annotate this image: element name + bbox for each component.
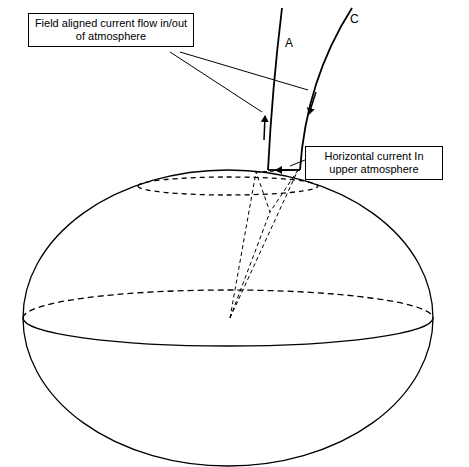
equator-back	[23, 290, 433, 318]
equator-front	[23, 318, 433, 346]
cap-front	[138, 186, 318, 195]
leader-line	[180, 52, 308, 90]
callout-text: Horizontal current In upper atmosphere	[310, 150, 438, 176]
leader-line	[290, 160, 305, 166]
cone-lines	[230, 170, 298, 318]
horizontal-current	[268, 169, 300, 171]
callout-box: Field aligned current flow in/out of atm…	[28, 13, 194, 47]
down-arrow	[309, 92, 316, 114]
field-line-a	[268, 8, 282, 170]
callout-text: Field aligned current flow in/out of atm…	[33, 17, 189, 43]
callout-box: Horizontal current In upper atmosphere	[305, 146, 443, 180]
cap-back	[138, 177, 318, 186]
sphere-outline	[23, 170, 433, 466]
up-arrow	[264, 116, 265, 140]
leader-line	[170, 52, 262, 112]
field-line-label: C	[350, 12, 359, 26]
field-line-label: A	[285, 36, 293, 50]
current-arrow	[276, 169, 290, 171]
